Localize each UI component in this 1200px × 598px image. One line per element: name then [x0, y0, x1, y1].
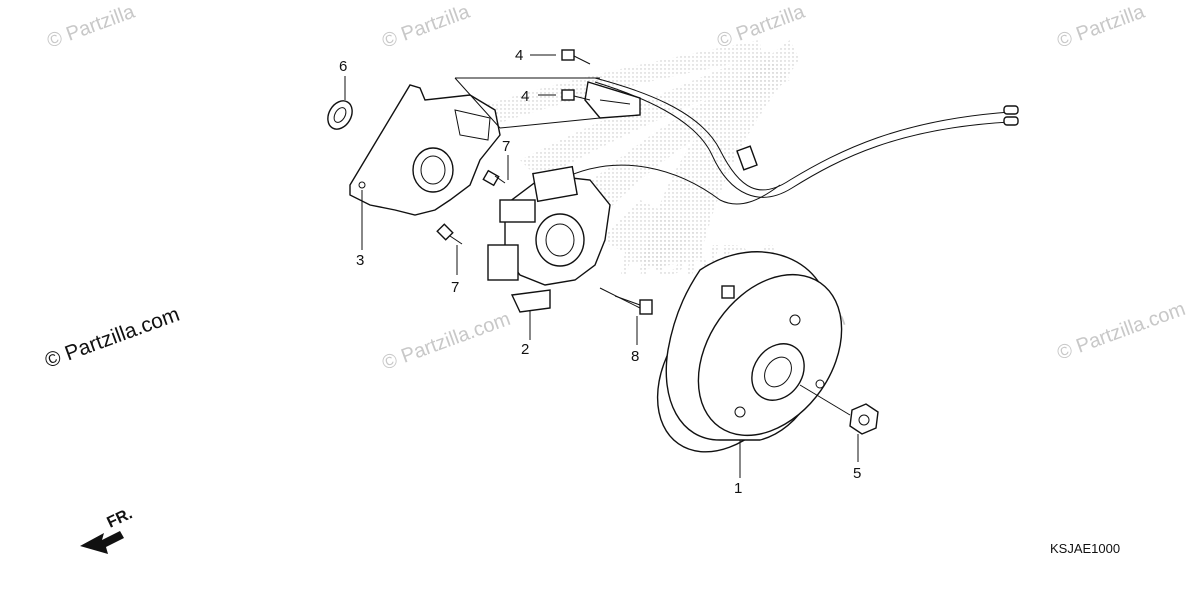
- part-4-pulser-bracket: [584, 81, 641, 119]
- diagram-code: KSJAE1000: [1050, 541, 1120, 556]
- bolt-4-upper: [561, 49, 591, 65]
- callout-3: 3: [356, 252, 364, 269]
- watermark-mid-1: © Partzilla.com: [379, 308, 513, 375]
- bolt-7-lower: [436, 223, 463, 245]
- watermark-top-1: © Partzilla: [44, 0, 138, 52]
- leader-lines: [344, 54, 859, 478]
- callout-4-upper: 4: [515, 47, 523, 64]
- direction-label: FR.: [105, 505, 136, 531]
- part-3-cover: [349, 84, 501, 216]
- callout-7-lower: 7: [451, 279, 459, 296]
- front-direction-arrow-icon: FR.: [80, 505, 135, 554]
- part-6-oil-seal: [327, 100, 353, 130]
- callout-4-lower: 4: [521, 88, 529, 105]
- callout-7-upper: 7: [502, 138, 510, 155]
- bolt-4-lower: [561, 89, 591, 101]
- bolt-7-upper: [482, 169, 506, 187]
- callout-6: 6: [339, 58, 347, 75]
- callout-1: 1: [734, 480, 742, 497]
- callout-2: 2: [521, 341, 529, 358]
- wire-harness: [559, 77, 1019, 205]
- part-5-nut: [849, 403, 879, 435]
- callout-8: 8: [631, 348, 639, 365]
- part-2-stator: [487, 165, 611, 313]
- watermark-left-dark: © Partzilla.com: [42, 303, 183, 373]
- watermark-top-2: © Partzilla: [379, 0, 473, 52]
- watermark-mid-3: © Partzilla.com: [1054, 298, 1188, 365]
- callout-5: 5: [853, 465, 861, 482]
- part-1-flywheel: [656, 251, 843, 453]
- watermark-top-3: © Partzilla: [714, 0, 808, 52]
- watermark-top-4: © Partzilla: [1054, 0, 1148, 52]
